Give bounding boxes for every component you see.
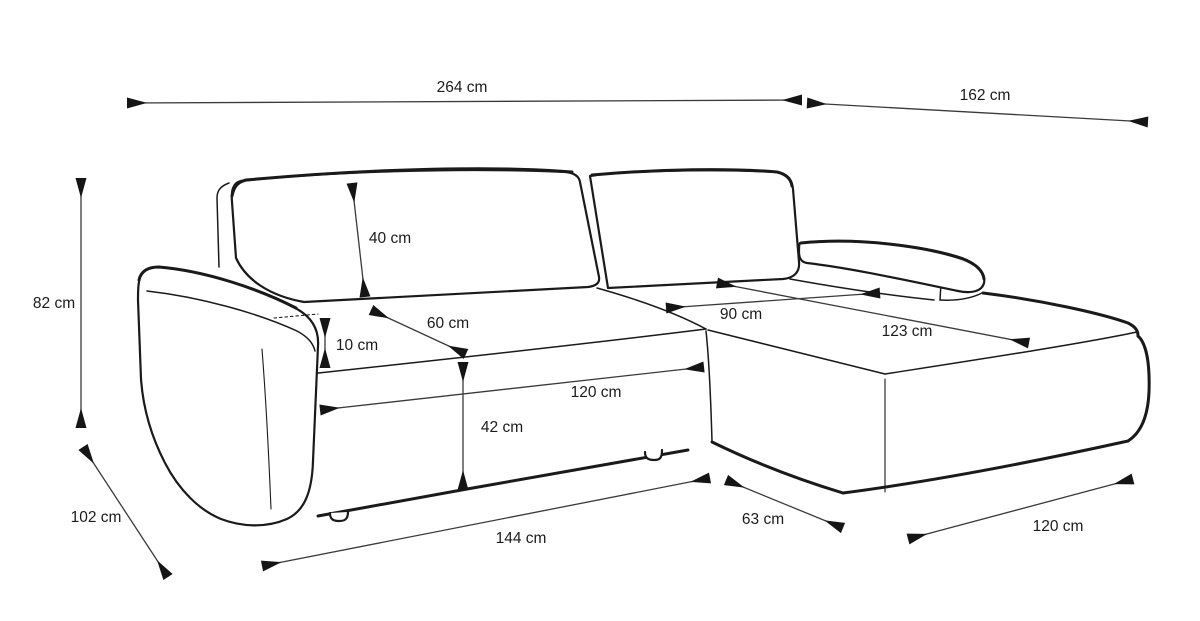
back-cushion-left-top-edge — [230, 167, 574, 198]
dimension-line-base-front-width — [260, 472, 712, 572]
dimension-line-seat-front-width — [319, 361, 705, 416]
dimension-chaise-front-width: 120 cm — [906, 473, 1135, 545]
dimension-backrest-cushion-height: 40 cm — [346, 182, 411, 298]
dimension-overall-height: 82 cm — [33, 178, 87, 428]
dimension-armrest-above-seat: 10 cm — [319, 318, 378, 368]
sofa-foot-left — [328, 510, 350, 523]
dimension-label-base-front-width: 144 cm — [496, 530, 547, 547]
dimension-chaise-side-width: 162 cm — [806, 87, 1149, 128]
dimension-side-depth: 102 cm — [71, 443, 173, 581]
dimension-base-front-width: 144 cm — [260, 472, 712, 572]
chaise-back-seam-right — [939, 292, 983, 301]
dimension-line-backrest-cushion-height — [346, 182, 371, 298]
base-front-edge — [316, 448, 690, 518]
back-frame-edge — [216, 182, 230, 268]
dimension-label-chaise-length: 123 cm — [882, 323, 933, 340]
back-cushion-right — [588, 169, 801, 290]
armrest-seat-level-dashed-line — [273, 313, 319, 319]
dimension-label-corner-seat-width: 90 cm — [720, 306, 762, 323]
dimension-label-backrest-cushion-height: 40 cm — [369, 230, 411, 247]
corner-seam — [705, 330, 713, 442]
back-cushion-left — [230, 168, 601, 304]
left-armrest-top-inner-edge — [146, 290, 316, 352]
sofa-drawing — [136, 167, 1151, 527]
dimension-seat-height: 42 cm — [457, 362, 523, 490]
dimension-annotations: 264 cm 162 cm 82 cm 102 cm 40 cm 60 cm — [33, 79, 1149, 581]
dimension-corner-gap-width: 63 cm — [723, 474, 846, 534]
chaise-seat-left-edge — [707, 329, 886, 375]
dimension-label-corner-gap-width: 63 cm — [742, 511, 784, 528]
dimension-line-corner-gap-width — [723, 474, 846, 534]
chaise-seat-front-edge — [884, 331, 1138, 375]
dimension-line-overall-width — [126, 94, 803, 109]
sofa-foot-right — [643, 448, 664, 462]
dimension-line-chaise-length — [715, 277, 1031, 349]
dimension-overall-width: 264 cm — [126, 79, 803, 109]
dimension-line-chaise-front-width — [906, 473, 1135, 545]
dimension-label-seat-depth: 60 cm — [427, 315, 469, 332]
right-armrest — [797, 239, 986, 294]
dimension-label-seat-height: 42 cm — [481, 419, 523, 436]
dimension-chaise-length: 123 cm — [715, 277, 1031, 349]
dimension-label-armrest-above-seat: 10 cm — [336, 337, 378, 354]
dimension-line-side-depth — [78, 443, 173, 581]
chaise-bottom-front-edge — [841, 439, 1130, 495]
dimension-seat-depth: 60 cm — [368, 305, 469, 359]
dimension-label-chaise-side-width: 162 cm — [960, 87, 1011, 104]
dimension-label-side-depth: 102 cm — [71, 509, 122, 526]
seat-corner-crease — [596, 287, 707, 330]
dimension-label-overall-width: 264 cm — [437, 79, 488, 96]
dimension-label-seat-front-width: 120 cm — [571, 384, 622, 401]
dimension-line-corner-seat-width — [665, 287, 881, 314]
dimension-label-overall-height: 82 cm — [33, 295, 75, 312]
dimension-label-chaise-front-width: 120 cm — [1033, 518, 1084, 535]
dimension-line-chaise-side-width — [806, 97, 1149, 128]
dimension-line-seat-depth — [368, 305, 469, 359]
back-cushion-right-top-edge — [590, 168, 794, 188]
chaise-right-edge — [1126, 334, 1151, 443]
chaise-bottom-left-edge — [710, 440, 845, 495]
chaise-outer-back-edge — [981, 291, 1140, 338]
right-armrest-top-edge — [799, 239, 986, 281]
dimension-seat-front-width: 120 cm — [319, 361, 705, 416]
left-armrest-top-edge — [137, 265, 298, 310]
